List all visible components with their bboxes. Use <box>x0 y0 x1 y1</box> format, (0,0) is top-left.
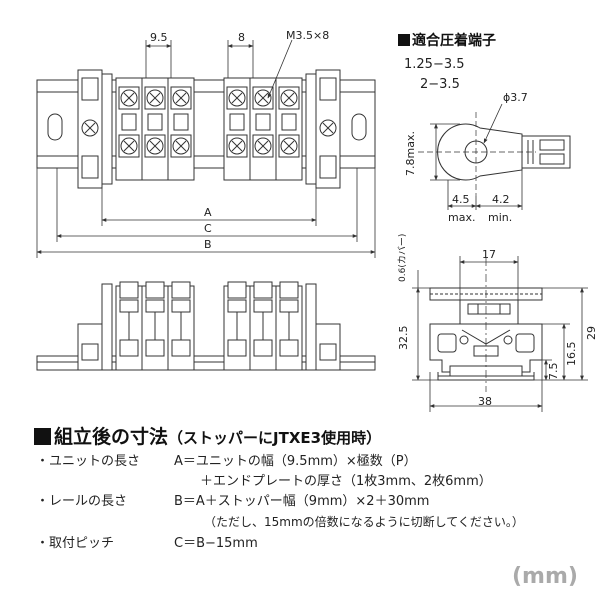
line-pitch-label: ・取付ピッチ <box>36 536 115 551</box>
square-bullet-icon <box>34 428 51 445</box>
lug-hole-label: ϕ3.7 <box>503 91 528 104</box>
terminal-units-top <box>115 77 303 181</box>
screw-icon <box>228 137 246 155</box>
screw-icon <box>280 137 298 155</box>
side-base-width-label: 38 <box>478 395 492 408</box>
side-section-view <box>429 258 543 392</box>
terminal-unit-top <box>275 77 303 181</box>
terminal-size-2: 2−3.5 <box>420 77 460 92</box>
terminal-unit-top <box>115 77 143 181</box>
terminal-unit-top <box>223 77 251 181</box>
rail-slot-left <box>47 113 63 141</box>
terminal-unit-front <box>167 281 195 371</box>
terminal-size-1: 1.25−3.5 <box>404 57 465 72</box>
lug-w1-label: 4.5 <box>452 193 470 206</box>
dim-b-label: B <box>204 238 212 251</box>
terminal-unit-front <box>223 281 251 371</box>
line-rail-formula: B＝A＋ストッパー幅（9mm）×2＋30mm <box>174 494 430 509</box>
line-unit-formula: A＝ユニットの幅（9.5mm）×極数（P） <box>174 454 417 469</box>
line-unit-label: ・ユニットの長さ <box>36 454 141 469</box>
side-total-height-label: 32.5 <box>397 325 410 351</box>
screw-icon <box>120 137 138 155</box>
lug-height-label: 7.8max. <box>404 131 417 176</box>
side-h75-label: 7.5 <box>547 362 560 381</box>
rail-cover-note: 0.6(カバー) <box>398 233 408 282</box>
side-dimensions <box>412 256 588 412</box>
lug-w2-note: min. <box>488 211 513 224</box>
top-view <box>36 69 376 189</box>
pitch-left-label: 9.5 <box>150 31 168 44</box>
side-top-width-label: 17 <box>482 248 496 261</box>
rail-slot-right <box>351 113 367 141</box>
dim-a-label: A <box>204 206 212 219</box>
terminal-unit-top <box>167 77 195 181</box>
square-bullet-icon <box>398 34 410 46</box>
crimp-lug-drawing <box>418 103 571 210</box>
line-pitch-formula: C＝B−15mm <box>174 536 258 551</box>
screw-label: M3.5×8 <box>286 29 330 42</box>
terminal-unit-top <box>141 77 169 181</box>
unit-label: (mm) <box>512 564 578 589</box>
line-rail-label: ・レールの長さ <box>36 494 128 509</box>
line-endplate-formula: ＋エンドプレートの厚さ（1枚3mm、2枚6mm） <box>200 474 492 489</box>
lug-w1-note: max. <box>448 211 476 224</box>
dimensions-subtitle: （ストッパーにJTXE3使用時） <box>168 429 382 447</box>
terminal-unit-front <box>275 281 303 371</box>
terminal-unit-front <box>249 281 277 371</box>
screw-icon <box>172 137 190 155</box>
screw-icon <box>146 89 164 107</box>
top-dimensions <box>36 39 376 258</box>
lug-w2-label: 4.2 <box>492 193 510 206</box>
screw-icon <box>254 137 272 155</box>
front-view <box>36 283 376 371</box>
pitch-right-label: 8 <box>238 31 245 44</box>
terminal-spec-title: 適合圧着端子 <box>398 34 496 48</box>
dimensions-title: 組立後の寸法（ストッパーにJTXE3使用時） <box>34 428 381 447</box>
terminal-unit-top <box>249 77 277 181</box>
terminal-unit-front <box>115 281 143 371</box>
screw-icon <box>120 89 138 107</box>
side-h29-label: 29 <box>585 326 598 340</box>
screw-icon <box>146 137 164 155</box>
line-cut-note: （ただし、15mmの倍数になるように切断してください。） <box>204 515 524 529</box>
side-h165-label: 16.5 <box>565 341 578 367</box>
screw-icon <box>280 89 298 107</box>
screw-icon <box>172 89 190 107</box>
dim-c-label: C <box>204 222 212 235</box>
screw-icon <box>228 89 246 107</box>
terminal-unit-front <box>141 281 169 371</box>
terminal-units-front <box>115 281 303 371</box>
